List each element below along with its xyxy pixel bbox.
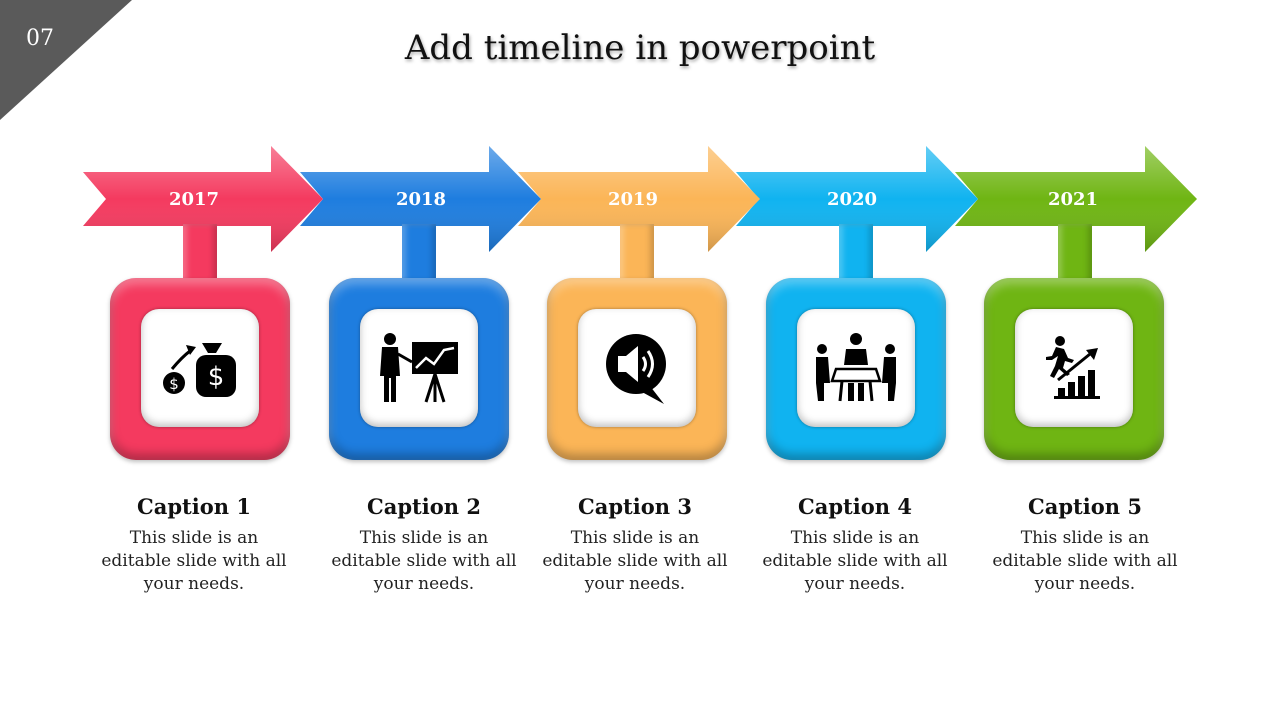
icon-card-4: [766, 278, 946, 460]
caption-text: This slide is an editable slide with all…: [762, 528, 948, 594]
caption-block: Caption 4 This slide is an editable slid…: [760, 494, 950, 596]
icon-card-2: [329, 278, 509, 460]
connector: [183, 224, 217, 286]
connector: [620, 224, 654, 286]
timeline-arrows: 2021 2020 2019 2018 2017: [83, 146, 1197, 252]
caption-title: Caption 3: [578, 494, 692, 519]
icon-card-1: $ $: [110, 278, 290, 460]
year-label: 2019: [608, 189, 658, 210]
caption-title: Caption 5: [1028, 494, 1142, 519]
icon-frame: [1015, 309, 1133, 427]
caption-block: Caption 2 This slide is an editable slid…: [329, 494, 519, 596]
caption-block: Caption 1 This slide is an editable slid…: [99, 494, 289, 596]
icon-frame: [360, 309, 478, 427]
icon-frame: $ $: [141, 309, 259, 427]
caption-title: Caption 2: [367, 494, 481, 519]
caption-text: This slide is an editable slide with all…: [992, 528, 1178, 594]
presentation-icon: [380, 333, 458, 403]
money-bag-icon: $ $: [163, 343, 236, 397]
growth-runner-icon: [1046, 336, 1100, 399]
icon-card-3: [547, 278, 727, 460]
caption-block: Caption 3 This slide is an editable slid…: [540, 494, 730, 596]
arrow-2021: 2021: [955, 146, 1197, 252]
connector: [1058, 224, 1092, 286]
icon-card-5: [984, 278, 1164, 460]
year-label: 2021: [1048, 189, 1098, 210]
svg-text:$: $: [208, 362, 225, 392]
connector: [402, 224, 436, 286]
svg-text:$: $: [169, 375, 179, 393]
caption-text: This slide is an editable slide with all…: [542, 528, 728, 594]
arrow-2018: 2018: [300, 146, 541, 252]
icon-frame: [578, 309, 696, 427]
caption-block: Caption 5 This slide is an editable slid…: [990, 494, 1180, 596]
icon-frame: [797, 309, 915, 427]
arrow-2019: 2019: [518, 146, 760, 252]
corner-tab: [0, 0, 132, 120]
speaker-bubble-icon: [606, 334, 666, 404]
year-label: 2017: [169, 189, 219, 210]
arrow-2017: 2017: [83, 146, 323, 252]
caption-text: This slide is an editable slide with all…: [101, 528, 287, 594]
page-title: Add timeline in powerpoint: [404, 28, 876, 68]
meeting-icon: [816, 333, 896, 402]
year-label: 2018: [396, 189, 446, 210]
arrow-2020: 2020: [736, 146, 978, 252]
caption-text: This slide is an editable slide with all…: [331, 528, 517, 594]
year-label: 2020: [827, 189, 877, 210]
caption-title: Caption 4: [798, 494, 912, 519]
caption-title: Caption 1: [137, 494, 251, 519]
connector: [839, 224, 873, 286]
slide-number: 07: [26, 26, 54, 51]
